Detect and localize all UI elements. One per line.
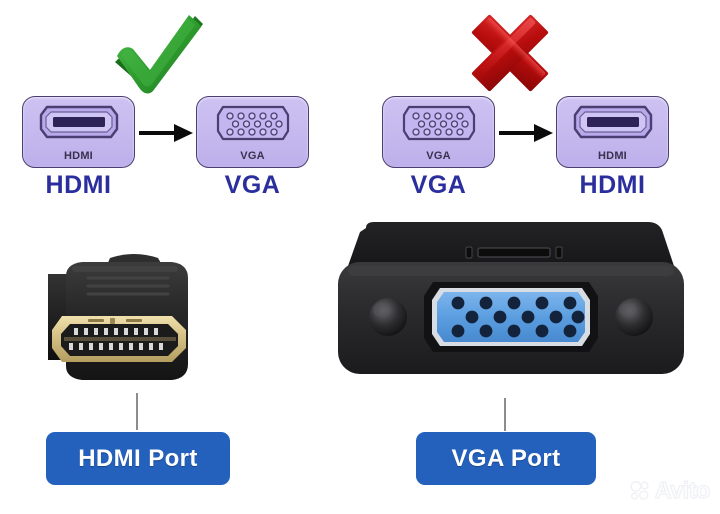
standard-name-hdmi: HDMI [579,171,646,199]
hdmi-plug-photo [48,252,263,392]
standard-name-hdmi: HDMI [45,171,112,199]
chip-caption: VGA [240,150,265,162]
right-arrow-icon [138,120,194,146]
callout-hdmi-port: HDMI Port [46,432,230,485]
conversion-diagram-invalid: VGA HDMI VGA HDMI [360,0,720,205]
standard-name-vga: VGA [410,171,467,199]
right-arrow-icon [498,120,554,146]
avito-watermark-text: Avito [654,477,711,503]
vga-port-chip: VGA [382,96,495,168]
hdmi-port-icon [23,101,134,145]
chip-caption: HDMI [598,150,627,162]
hdmi-port-icon [557,101,668,145]
green-check-mark-icon [95,12,215,94]
vga-port-chip: VGA [196,96,309,168]
chip-caption: HDMI [64,150,93,162]
chip-caption: VGA [426,150,451,162]
red-cross-mark-icon [450,12,570,94]
avito-circles-logo-icon [630,480,649,500]
leader-line-vga [504,398,506,431]
leader-line-hdmi [136,393,138,430]
avito-watermark: Avito [629,477,711,503]
standard-name-vga: VGA [224,171,281,199]
vga-adapter-photo [330,218,692,398]
hdmi-port-chip: HDMI [556,96,669,168]
callout-vga-port: VGA Port [416,432,596,485]
hdmi-port-chip: HDMI [22,96,135,168]
vga-port-icon [383,101,494,145]
conversion-diagram-valid: HDMI [0,0,360,205]
vga-port-icon [197,101,308,145]
